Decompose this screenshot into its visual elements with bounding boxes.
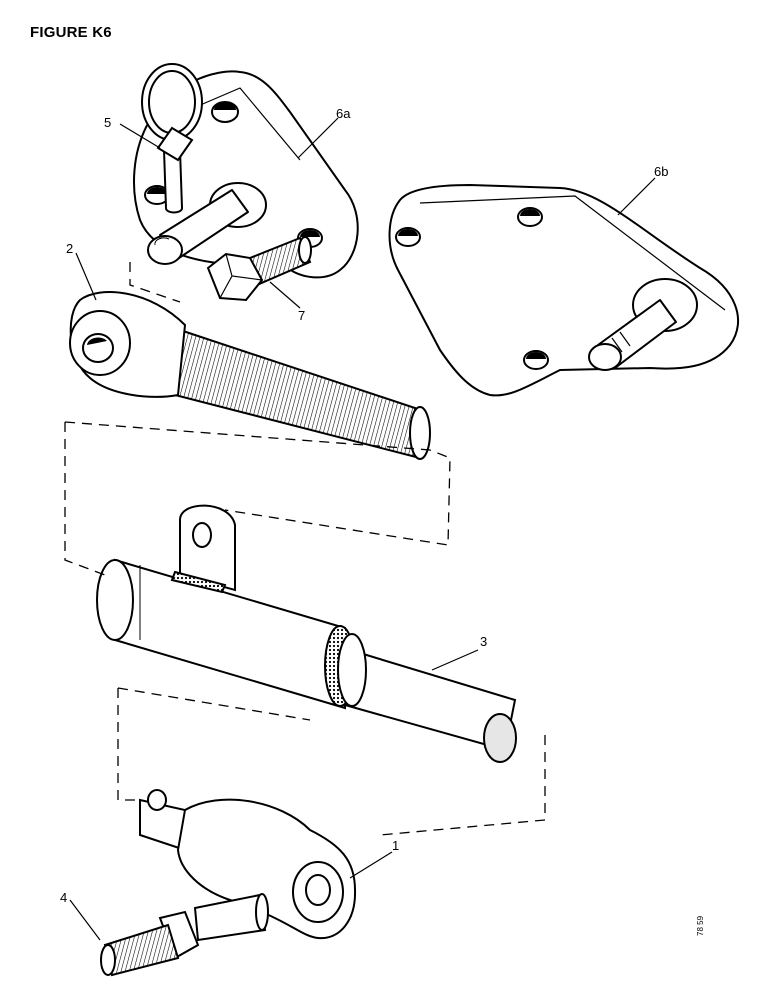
stud-4	[100, 893, 269, 977]
reference-code: 78 59	[696, 915, 705, 936]
lower-end-1	[139, 789, 357, 940]
callout-5: 5	[104, 115, 111, 130]
callout-6a: 6a	[336, 106, 351, 121]
callout-1: 1	[392, 838, 399, 853]
assembly-dashed-lines	[64, 262, 546, 836]
callout-6b: 6b	[654, 164, 668, 179]
linch-pin-5	[141, 63, 203, 214]
callout-7: 7	[298, 308, 305, 323]
bolt-7	[206, 236, 312, 302]
callout-4: 4	[60, 890, 67, 905]
callout-3: 3	[480, 634, 487, 649]
callout-2: 2	[66, 241, 73, 256]
figure-title: FIGURE K6	[30, 24, 112, 41]
threaded-rod-end-2	[69, 291, 431, 460]
tube-3	[96, 504, 517, 763]
bracket-6b	[388, 184, 739, 397]
leader-lines	[69, 117, 656, 941]
